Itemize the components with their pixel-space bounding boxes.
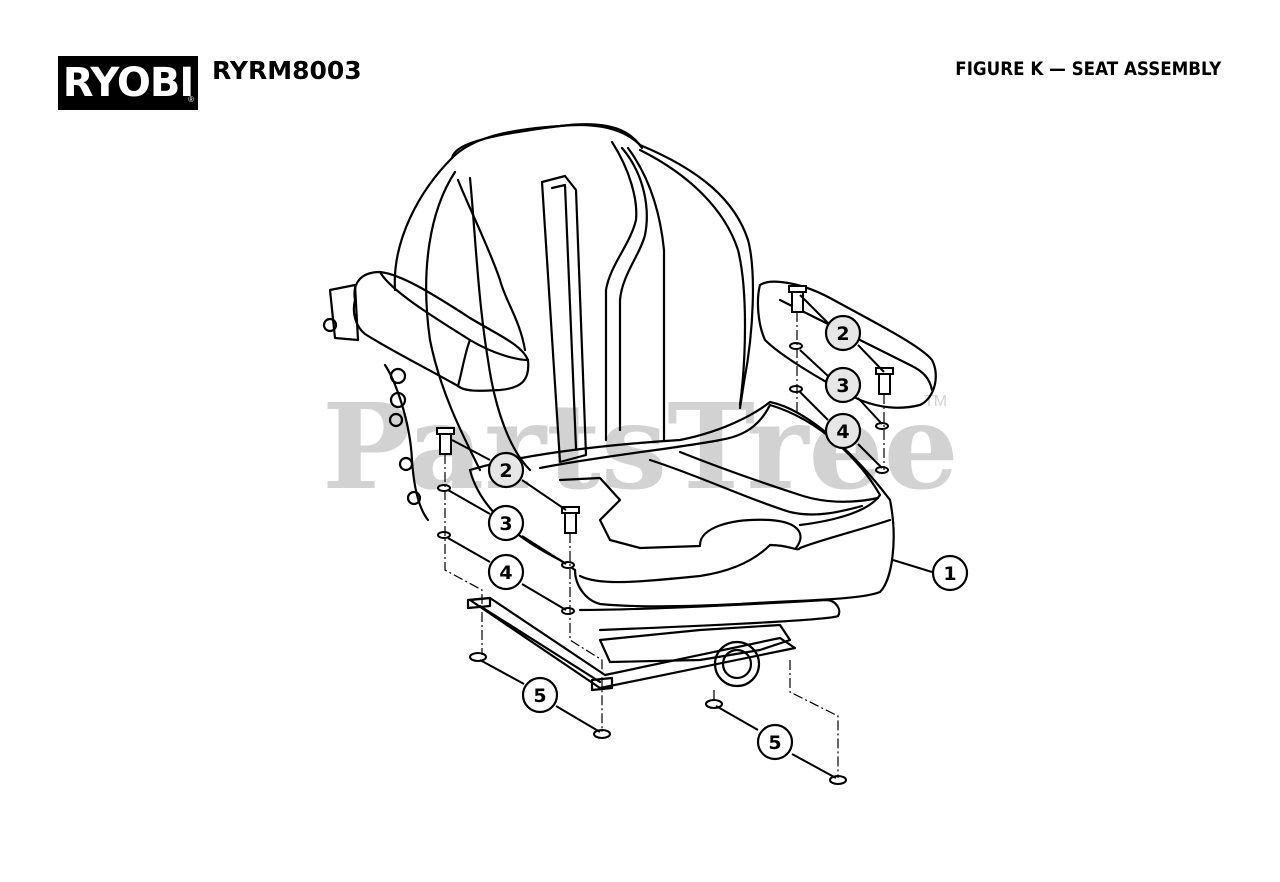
svg-text:2: 2 [499,460,512,482]
seat-back-outline [393,123,755,410]
bracket-bolt-5 [406,490,422,506]
svg-text:5: 5 [768,732,781,754]
seat-back-inner-right [626,146,666,442]
bolt-left-1-head [436,427,455,435]
left-armrest-bottom [456,338,472,388]
left-armrest-inner [378,270,530,362]
bracket-bolt-1 [389,367,407,385]
base-bracket-front [466,596,492,610]
svg-text:1: 1 [943,563,956,585]
adjustment-knob [713,640,761,688]
callout-3-left: 3 [487,504,525,542]
seat-cushion-top [538,403,882,527]
seat-back-inner-left [468,176,532,472]
svg-text:4: 4 [499,562,512,584]
bracket-bolt-3 [388,412,404,428]
right-armrest [756,280,937,409]
callout-5-right: 5 [756,723,794,761]
seat-cushion-stripe-3 [648,458,864,516]
seat-back-groove-inner [550,183,578,450]
seat-back-right-panel [638,148,747,407]
callout-5-left: 5 [521,676,559,714]
callout-3-right: 3 [824,366,862,404]
seat-back-right-swoosh [604,140,638,442]
callout-4-left: 4 [487,553,525,591]
svg-text:3: 3 [836,375,849,397]
seat-back-right-swoosh-2 [618,146,648,432]
bolt-right-1-head [788,285,807,293]
nut-l1 [469,652,487,662]
ryobi-logo: RYOBI ® [58,56,198,110]
nut-l2 [593,729,611,739]
centerlines [444,312,885,778]
washer-r2 [789,385,803,393]
bolt-left-2-head [561,506,580,514]
seat-base-mechanism [598,623,792,664]
callout-4-right: 4 [824,412,862,450]
callouts: 1 2 3 4 2 3 4 5 [487,314,969,761]
seat-cushion-front-curve [578,518,892,584]
seat-back-left-edge [425,170,482,472]
seat-drawing [322,123,937,692]
seat-back-center-groove [540,174,588,464]
seat-back-left-swoosh [456,178,527,352]
bracket-bolt-4 [398,456,414,472]
washer-l2 [437,531,451,539]
seat-cushion-outline [468,400,895,608]
svg-text:3: 3 [499,513,512,535]
bolt-right-2-head [875,367,894,375]
seat-base-rail [478,604,602,684]
svg-text:4: 4 [836,421,849,443]
registered-mark: ® [188,95,194,104]
watermark-tm: TM [924,393,947,410]
leader-lines [447,294,933,779]
bracket-bolt-2 [389,391,407,409]
svg-text:2: 2 [836,323,849,345]
right-armrest-inner [778,298,934,392]
callout-2-right: 2 [824,314,862,352]
base-bracket-rear [590,676,614,692]
seat-cushion-thigh-well [698,518,802,550]
seat-back-top-cap [450,123,644,160]
figure-title: FIGURE K — SEAT ASSEMBLY [955,58,1221,80]
adjustment-knob-inner [721,648,753,680]
callout-1: 1 [931,554,969,592]
seat-cushion-stripe [558,476,702,550]
nut-r1 [705,699,723,709]
washer-l1 [437,484,451,492]
left-armrest-bracket [328,283,360,342]
left-armrest [352,270,530,392]
model-number: RYRM8003 [212,56,362,85]
seat-slide-bar [578,598,841,632]
callout-2-left: 2 [487,451,525,489]
logo-text: RYOBI [62,60,195,106]
seat-cushion-stripe-2 [678,450,880,503]
washer-r1 [789,342,803,350]
left-armrest-knob [322,317,338,333]
svg-text:5: 5 [533,685,546,707]
